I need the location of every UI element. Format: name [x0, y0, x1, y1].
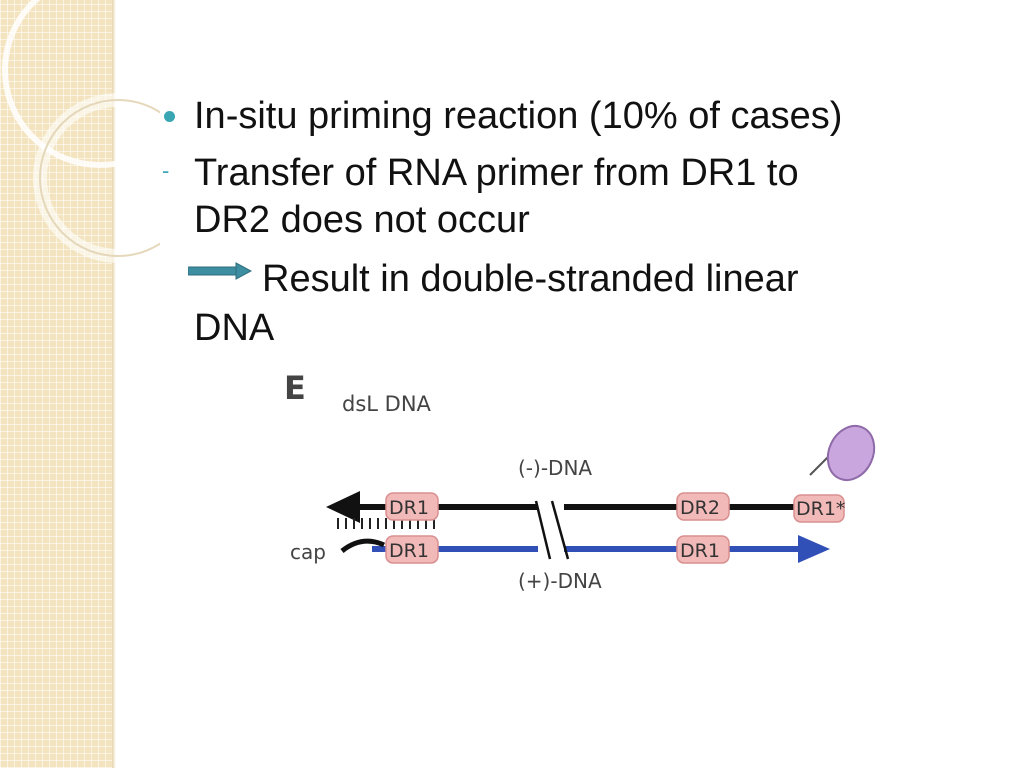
bullet-1-text: In-situ priming reaction (10% of cases) [194, 95, 843, 137]
plus-strand-label: (+)-DNA [518, 569, 602, 593]
bullet-2-line-1: Transfer of RNA primer from DR1 to [194, 152, 799, 194]
protein-icon [826, 424, 876, 482]
dsl-dna-diagram: E dsL DNA [284, 369, 876, 593]
top-dr1-label: DR1 [389, 497, 429, 519]
plus-strand-arrowhead [798, 535, 830, 563]
bottom-dr1-label-right: DR1 [680, 540, 720, 562]
result-line-1: Result in double-stranded linear [262, 258, 799, 300]
cap-icon [340, 538, 386, 554]
bullet-dot-icon [164, 111, 175, 122]
panel-letter: E [284, 369, 306, 407]
top-dr1-star-label: DR1* [796, 498, 845, 520]
break-slash-right [550, 500, 570, 560]
decorative-circles [2, 0, 160, 263]
result-line-2: DNA [194, 307, 275, 349]
top-dr1-star-box [793, 494, 845, 523]
cap-label: cap [290, 540, 326, 564]
minus-strand-label: (-)-DNA [518, 456, 592, 480]
diagram-title: dsL DNA [342, 392, 432, 416]
top-dr1-box [385, 492, 439, 521]
right-arrow-icon [188, 262, 252, 280]
bottom-dr1-box-left [385, 535, 439, 564]
minus-strand-arrowhead [326, 491, 360, 523]
bottom-dr1-box-right [676, 535, 730, 564]
top-dr2-label: DR2 [680, 497, 720, 519]
bottom-dr1-label-left: DR1 [389, 540, 429, 562]
bullet-2-line-2: DR2 does not occur [194, 199, 530, 241]
dash-bullet-icon: - [162, 158, 170, 183]
break-slash-left [534, 500, 552, 560]
side-strip-edge [112, 0, 116, 768]
top-dr2-box [676, 492, 730, 521]
